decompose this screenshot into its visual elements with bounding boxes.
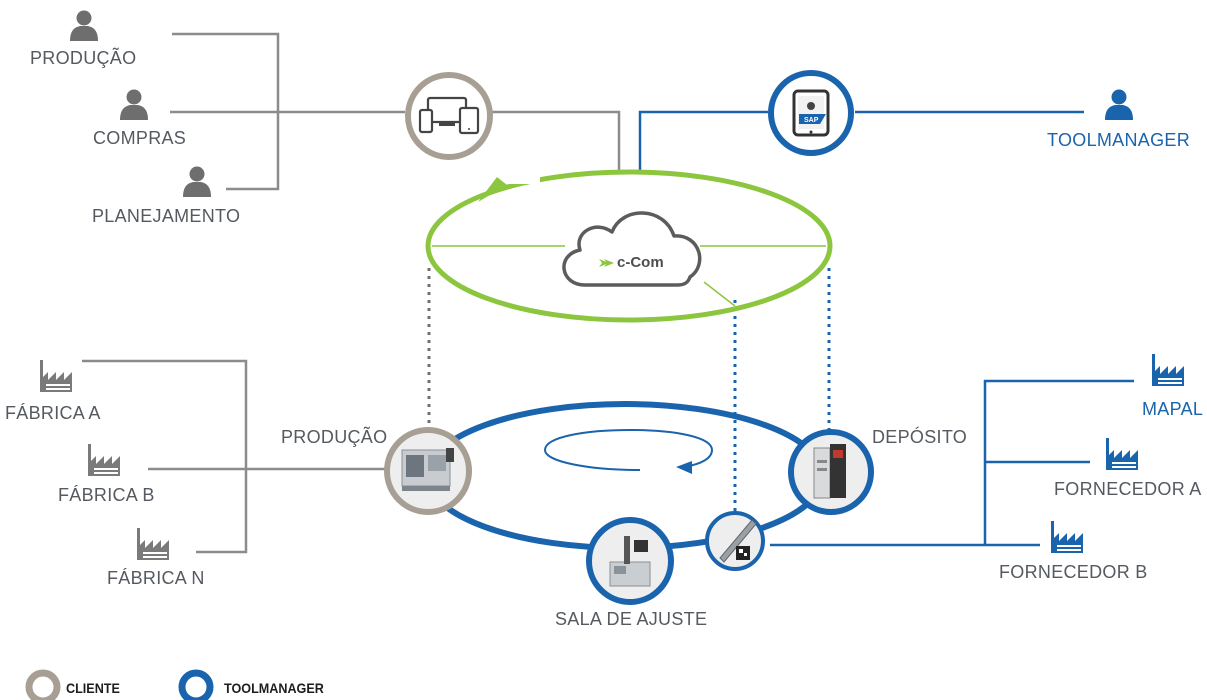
factory-icon-b xyxy=(88,444,120,476)
cloud-ring-gap xyxy=(505,170,540,184)
inner-cycle xyxy=(543,428,714,471)
cloud-label: c-Com xyxy=(617,254,664,271)
supplier-bracket-line xyxy=(983,379,1134,545)
tablet-node[interactable]: SAP xyxy=(768,70,854,156)
person-icon-compras xyxy=(120,89,148,120)
label-producao-user: PRODUÇÃO xyxy=(30,48,137,68)
person-icon-toolmanager xyxy=(1105,89,1133,120)
label-toolmanager-user: TOOLMANAGER xyxy=(1047,130,1190,150)
person-icon-producao xyxy=(70,10,98,41)
factory-windows xyxy=(46,378,1182,558)
tool-node[interactable] xyxy=(705,511,765,571)
client-connections xyxy=(82,32,621,554)
legend-toolmanager-ring xyxy=(178,669,214,700)
deposito-node[interactable] xyxy=(788,429,874,515)
label-fabrica-b: FÁBRICA B xyxy=(58,485,155,505)
factory-bracket-line xyxy=(82,359,248,554)
dotted-links xyxy=(427,268,831,512)
legend-cliente-label: CLIENTE xyxy=(66,680,120,696)
presetting-machine-icon xyxy=(609,536,651,587)
label-mapal: MAPAL xyxy=(1142,399,1204,419)
devices-icon xyxy=(418,96,480,135)
label-fornecedor-b: FORNECEDOR B xyxy=(999,562,1148,582)
label-fabrica-a: FÁBRICA A xyxy=(5,403,101,423)
label-fabrica-n: FÁBRICA N xyxy=(107,568,205,588)
cloud-ring-axis xyxy=(432,245,826,307)
person-icon-planejamento xyxy=(183,166,211,197)
label-planejamento: PLANEJAMENTO xyxy=(92,206,241,226)
tool-cabinet-icon xyxy=(813,444,846,499)
label-deposito: DEPÓSITO xyxy=(872,427,968,447)
label-compras: COMPRAS xyxy=(93,128,187,148)
factory-icon-a xyxy=(40,360,72,392)
cnc-machine-icon xyxy=(401,448,454,491)
svg-text:SAP: SAP xyxy=(804,117,819,124)
drill-qr-icon xyxy=(719,519,757,563)
cloud-ring-arrow xyxy=(478,177,507,202)
factory-icon-fornecedor-b xyxy=(1051,521,1083,553)
legend-cliente-ring xyxy=(25,669,61,700)
inner-cycle-arrow xyxy=(676,461,692,474)
toolmanager-connections xyxy=(638,110,1134,547)
production-machine-node[interactable] xyxy=(384,427,472,515)
person-icons xyxy=(70,10,211,197)
factory-icon-n xyxy=(137,528,169,560)
factory-icon-fornecedor-a xyxy=(1106,438,1138,470)
label-sala-de-ajuste: SALA DE AJUSTE xyxy=(555,609,708,629)
legend-toolmanager-label: TOOLMANAGER xyxy=(224,680,324,696)
cloud-ring xyxy=(425,169,833,323)
label-fornecedor-a: FORNECEDOR A xyxy=(1054,479,1202,499)
tablet-sap-icon: SAP xyxy=(792,89,830,137)
cloud-icon xyxy=(562,211,702,287)
devices-to-cloud-line xyxy=(492,110,621,170)
factory-icon-mapal xyxy=(1152,354,1184,386)
label-producao-station: PRODUÇÃO xyxy=(281,427,388,447)
sala-de-ajuste-node[interactable] xyxy=(586,517,674,605)
cloud-to-tablet-line xyxy=(638,110,768,170)
devices-node[interactable] xyxy=(405,72,493,160)
